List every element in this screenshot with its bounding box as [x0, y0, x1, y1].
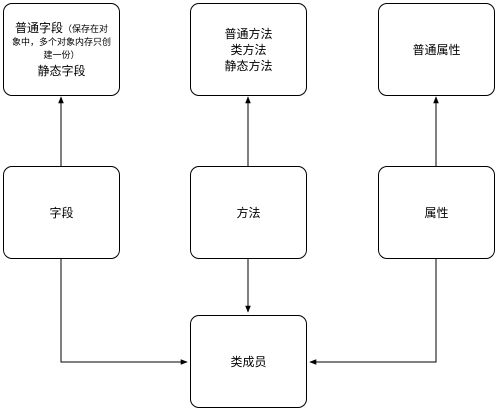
node-field-top-line1: 普通字段（保存在对	[15, 20, 108, 37]
node-method-top-line2: 类方法	[230, 42, 267, 57]
node-field-top-note: （保存在对	[63, 25, 109, 35]
node-method-top: 普通方法 类方法 静态方法	[190, 3, 307, 96]
node-method-top-line1: 普通方法	[224, 26, 273, 41]
edge-field-to-class-member	[60, 259, 188, 365]
node-method-label: 方法	[236, 205, 261, 220]
node-class-member: 类成员	[190, 315, 307, 408]
node-method: 方法	[190, 166, 307, 259]
node-field: 字段	[3, 166, 120, 259]
node-field-top-main: 普通字段	[14, 21, 63, 35]
node-field-top-line3: 建一份）	[43, 51, 80, 61]
node-property-top-label: 普通属性	[412, 42, 461, 57]
node-field-top-line2: 象中，多个对象内存只创	[11, 38, 111, 48]
node-property: 属性	[378, 166, 495, 259]
node-property-top: 普通属性	[378, 3, 495, 96]
node-class-member-label: 类成员	[230, 354, 267, 369]
node-field-label: 字段	[49, 205, 74, 220]
node-field-top: 普通字段（保存在对 象中，多个对象内存只创 建一份） 静态字段	[3, 3, 120, 96]
node-method-top-line3: 静态方法	[224, 58, 273, 73]
edge-property-to-class-member	[309, 259, 437, 365]
node-field-top-line4: 静态字段	[37, 64, 86, 78]
node-property-label: 属性	[424, 205, 449, 220]
